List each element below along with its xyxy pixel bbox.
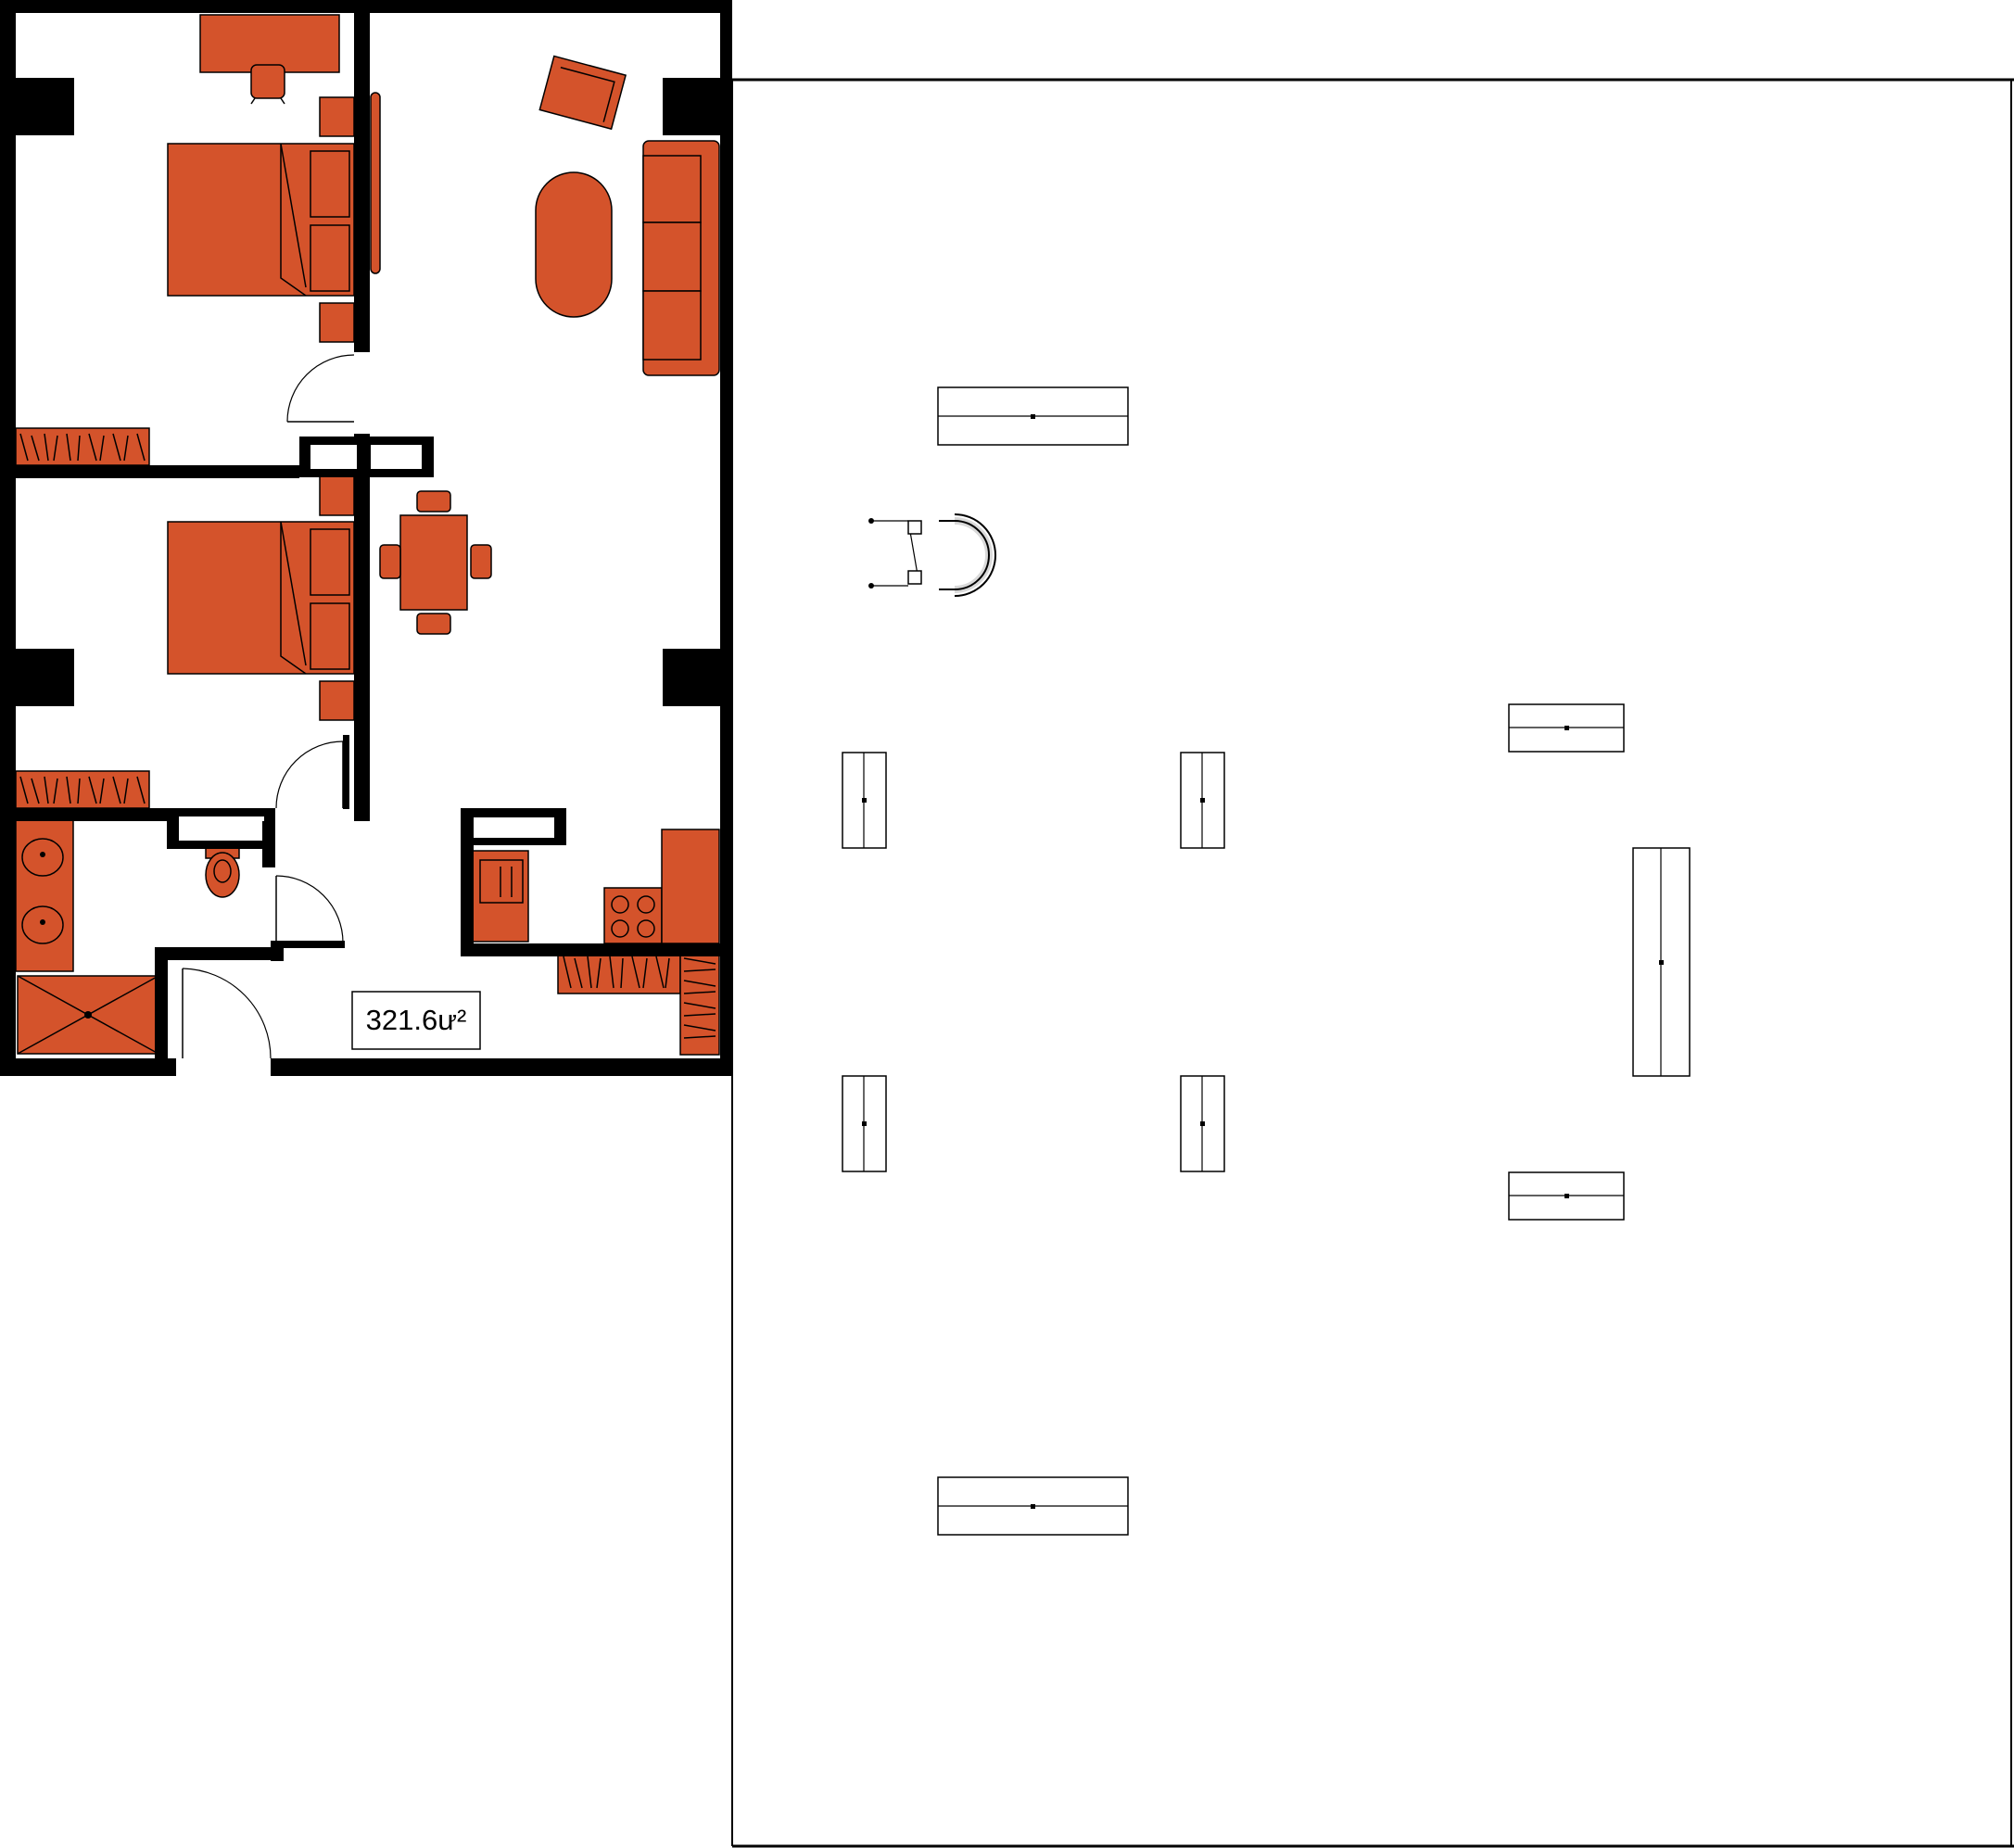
oval-table-icon <box>535 171 613 318</box>
door-swing-icon <box>275 740 344 809</box>
furniture <box>15 14 720 1056</box>
walls <box>0 0 732 1076</box>
shower-tray-icon <box>17 975 159 1055</box>
light-fixture-icon <box>1180 752 1225 849</box>
double-bed-icon <box>167 143 355 297</box>
light-fixture-icon <box>842 1075 887 1172</box>
door-swing-icon <box>182 968 272 1059</box>
doors <box>182 354 355 1059</box>
armchair-icon <box>538 55 627 131</box>
area-label: 321.6ư² <box>351 991 481 1050</box>
light-fixture-icon <box>842 752 887 849</box>
chair-icon <box>250 64 285 105</box>
wardrobe-icon <box>15 770 150 809</box>
light-fixture-icon <box>937 1476 1129 1536</box>
nightstand-icon <box>319 680 355 721</box>
wardrobe-icon <box>557 950 681 994</box>
wardrobe-icon <box>15 427 150 466</box>
sofa-icon <box>642 140 720 376</box>
nightstand-icon <box>319 302 355 343</box>
light-fixtures <box>842 386 1691 1536</box>
sink-icon <box>15 815 74 972</box>
kitchen-cabinet-icon <box>661 829 720 944</box>
light-fixture-icon <box>1508 1171 1625 1221</box>
light-fixture-icon <box>1180 1075 1225 1172</box>
nightstand-icon <box>319 96 355 137</box>
light-fixture-icon <box>937 386 1129 446</box>
desk-icon <box>199 14 340 73</box>
nightstand-icon <box>319 475 355 516</box>
door-swing-icon <box>286 354 355 423</box>
spiral-stair-icon <box>868 513 996 597</box>
toilet-icon <box>205 846 240 898</box>
light-fixture-icon <box>1508 703 1625 753</box>
dining-table-icon <box>379 490 492 635</box>
stove-icon <box>603 887 663 944</box>
double-bed-icon <box>167 521 355 675</box>
site-outline <box>731 78 2014 1848</box>
wardrobe-icon <box>679 950 720 1056</box>
area-label-text: 321.6ư² <box>366 1004 467 1036</box>
kitchen-sink-icon <box>472 850 529 943</box>
door-swing-icon <box>275 875 344 943</box>
wall-panel-icon <box>370 92 381 274</box>
light-fixture-icon <box>1632 847 1691 1077</box>
